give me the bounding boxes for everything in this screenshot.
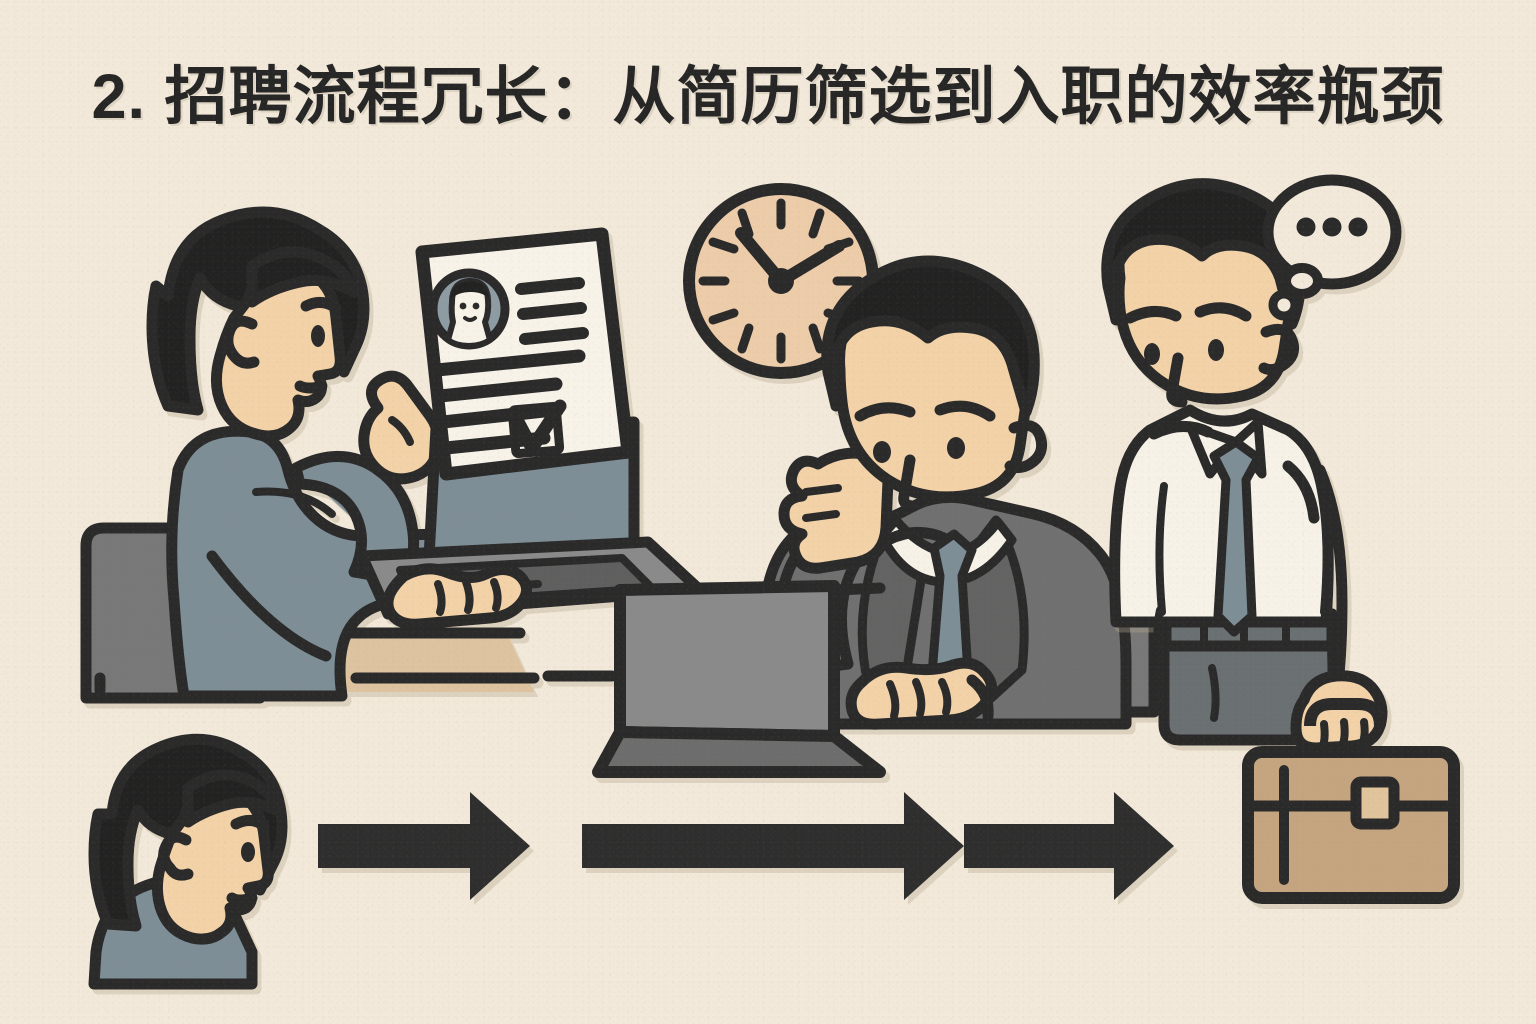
thought-dot-3 — [1348, 217, 1368, 237]
briefcase — [1242, 698, 1460, 904]
manager-typing-hand — [845, 657, 997, 730]
figure-waiting-candidate — [1101, 174, 1460, 904]
candidate-briefcase-arm — [1290, 464, 1388, 754]
desk-edge — [326, 627, 540, 692]
thought-dot-1 — [1296, 217, 1316, 237]
figure-hiring-manager — [542, 255, 1160, 778]
figure-applicant-profile — [88, 733, 288, 990]
recruiter-hand-holding-resume — [358, 370, 444, 485]
resume-avatar — [428, 268, 510, 350]
clock-ticks — [698, 198, 864, 364]
resume-short-lines — [515, 277, 589, 345]
figure-recruiter-woman — [80, 206, 728, 704]
process-arrow-3 — [964, 792, 1174, 900]
manager-head — [821, 255, 1048, 546]
thought-dot-2 — [1322, 217, 1342, 237]
process-arrow-1 — [318, 792, 530, 900]
recruiter-typing-hand — [382, 563, 532, 630]
candidate-head — [1101, 178, 1306, 440]
clock-center-pin — [768, 268, 794, 294]
thought-bubble — [1262, 174, 1402, 321]
recruiter-head — [146, 206, 370, 442]
process-arrow-2 — [582, 792, 964, 900]
process-arrow-chain — [318, 792, 1174, 900]
resume-checkbox — [507, 399, 567, 459]
page-title: 2. 招聘流程冗长：从简历筛选到入职的效率瓶颈 — [91, 62, 1445, 132]
laptop-center — [542, 580, 886, 778]
resume-page — [415, 227, 635, 481]
